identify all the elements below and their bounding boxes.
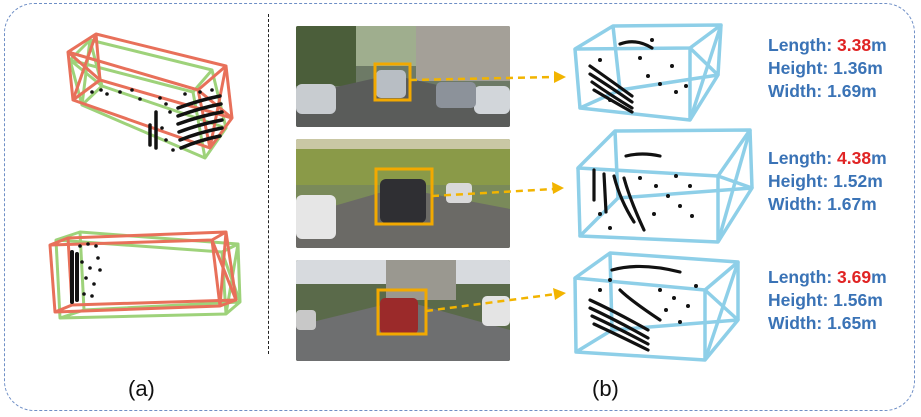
length-line-3: Length: 3.69m (768, 267, 887, 287)
height-line-3: Height: 1.56m (768, 290, 883, 310)
red-3d-box (66, 32, 234, 150)
point-cloud-a-top (148, 94, 224, 150)
arrow-head-2 (552, 182, 564, 194)
arrow-head-3 (553, 288, 566, 300)
measurement-block-2: Length: 4.38m Height: 1.52m Width: 1.67m (768, 147, 887, 216)
length-value-3: 3.69 (837, 267, 872, 287)
width-line-1: Width: 1.69m (768, 81, 877, 101)
detection-box-2 (374, 167, 434, 226)
height-line-2: Height: 1.52m (768, 171, 883, 191)
detection-box-1 (373, 62, 412, 102)
point-cloud-a-top-dots (90, 88, 214, 152)
point-cloud-b-2 (592, 152, 662, 232)
point-cloud-b-2-dots (598, 174, 694, 230)
length-value-1: 3.38 (837, 35, 872, 55)
arrow-line-2 (431, 187, 555, 198)
panel-divider (268, 14, 269, 354)
width-line-3: Width: 1.65m (768, 313, 877, 333)
arrow-line-1 (409, 75, 557, 82)
point-cloud-b-1-dots (598, 38, 688, 102)
point-cloud-b-3 (588, 264, 682, 352)
street-photo-1 (296, 26, 510, 127)
point-cloud-b-1 (588, 40, 654, 114)
arrow-line-3 (425, 292, 557, 313)
width-line-2: Width: 1.67m (768, 194, 877, 214)
arrow-head-1 (554, 71, 566, 83)
length-line-1: Length: 3.38m (768, 35, 887, 55)
panel-a-bottom-box-pair (48, 230, 242, 320)
measurement-block-3: Length: 3.69m Height: 1.56m Width: 1.65m (768, 266, 887, 335)
blue-3d-box-3 (573, 251, 740, 362)
blue-3d-box-2 (576, 128, 754, 244)
point-cloud-b-3-dots (598, 278, 698, 324)
panel-label-b: (b) (592, 376, 619, 401)
detection-box-3 (376, 288, 428, 336)
height-line-1: Height: 1.36m (768, 58, 883, 78)
length-value-2: 4.38 (837, 148, 872, 168)
panel-label-a: (a) (128, 376, 155, 401)
panel-a-top-box-pair (66, 32, 234, 160)
length-line-2: Length: 4.38m (768, 148, 887, 168)
figure-frame (4, 3, 915, 411)
point-cloud-a-bottom (70, 250, 79, 304)
point-cloud-a-bottom-dots (78, 242, 102, 298)
measurement-block-1: Length: 3.38m Height: 1.36m Width: 1.69m (768, 34, 887, 103)
